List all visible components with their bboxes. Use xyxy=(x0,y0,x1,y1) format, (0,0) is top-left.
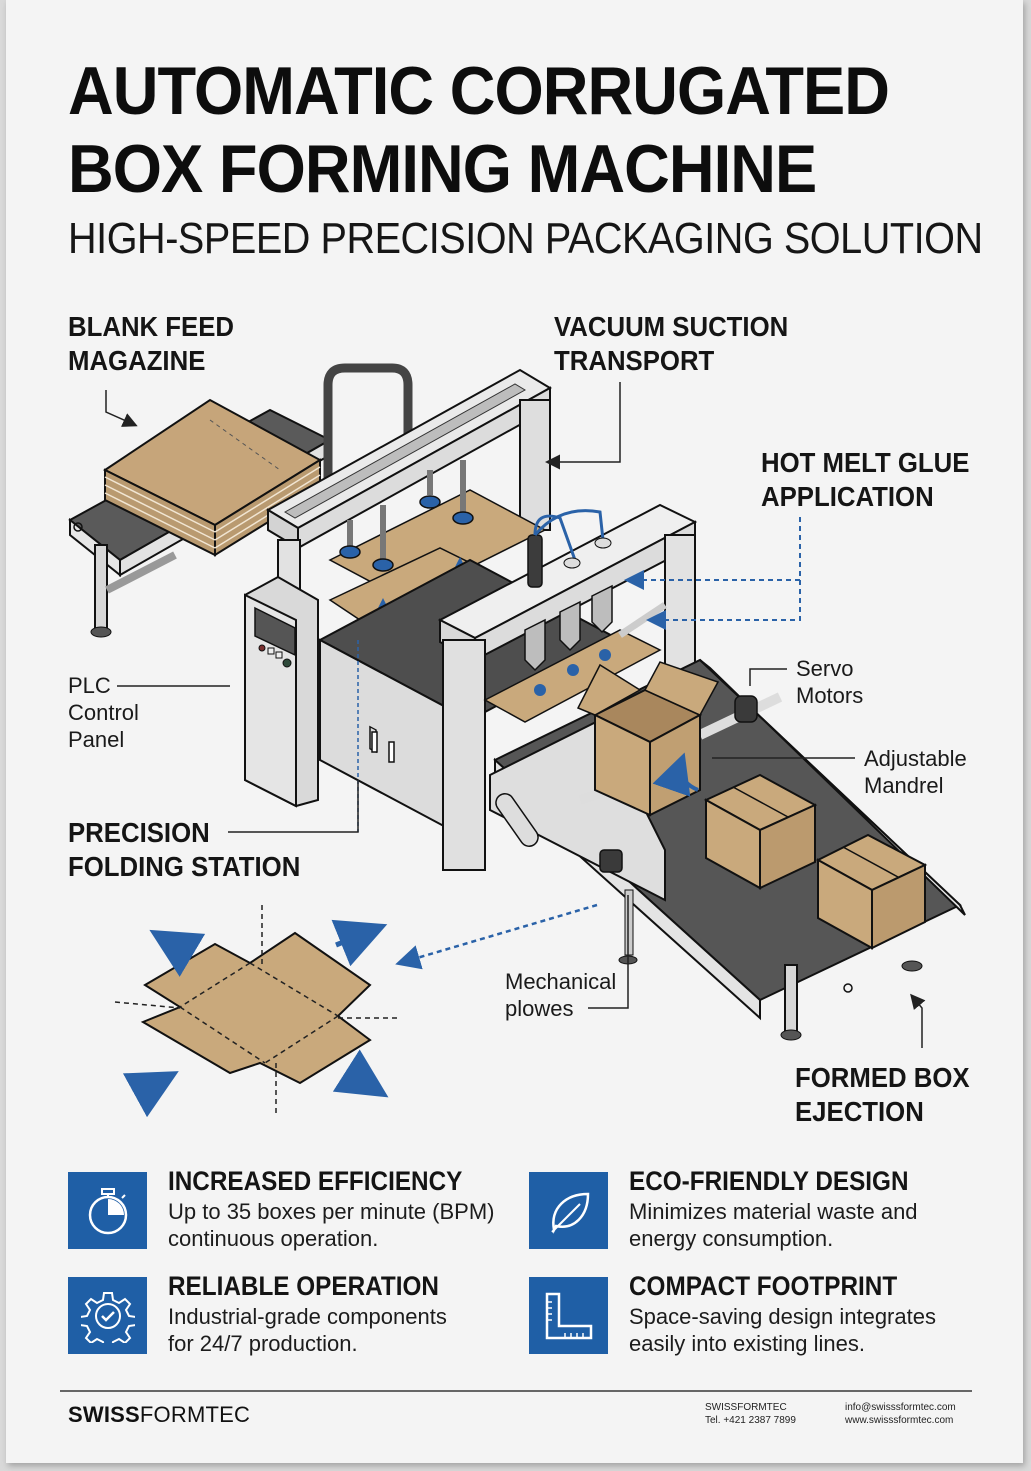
feature-title: INCREASED EFFICIENCY xyxy=(168,1166,463,1196)
brand-logo: SWISSFORMTEC xyxy=(68,1402,250,1428)
callout-hot-melt-glue: HOT MELT GLUE APPLICATION xyxy=(761,446,969,514)
flat-blank-diagram xyxy=(114,905,400,1118)
brand-light: FORMTEC xyxy=(139,1402,251,1427)
callout-servo-motors: Servo Motors xyxy=(796,655,863,709)
footer-contact-web: info@swisssformtec.com www.swisssformtec… xyxy=(845,1401,956,1427)
feature-description: Space-saving design integrates easily in… xyxy=(629,1303,936,1357)
callout-line: Mechanical xyxy=(505,969,617,994)
callout-line: Motors xyxy=(796,683,864,708)
footer-website[interactable]: www.swisssformtec.com xyxy=(845,1415,954,1426)
callout-line: PRECISION xyxy=(68,817,210,848)
footer-divider xyxy=(60,1390,972,1392)
callout-line: plowes xyxy=(505,996,574,1021)
feature-line: Minimizes material waste and xyxy=(629,1199,918,1224)
callout-line: HOT MELT GLUE xyxy=(761,447,970,478)
callout-line: Mandrel xyxy=(864,773,944,798)
callout-line: MAGAZINE xyxy=(68,345,206,376)
title-line-2: BOX FORMING MACHINE xyxy=(68,131,817,207)
leaf-icon xyxy=(529,1172,608,1249)
feature-description: Minimizes material waste and energy cons… xyxy=(629,1198,918,1252)
callout-plc-control-panel: PLC Control Panel xyxy=(68,672,139,753)
brand-bold: SWISS xyxy=(68,1402,140,1427)
feature-line: continuous operation. xyxy=(168,1226,379,1251)
poster xyxy=(6,0,1023,1463)
callout-mechanical-plowes: Mechanical plowes xyxy=(505,968,616,1022)
plc-control-panel xyxy=(244,575,319,808)
footer-email[interactable]: info@swisssformtec.com xyxy=(845,1402,956,1413)
gear-check-icon xyxy=(68,1277,147,1354)
machine-illustration xyxy=(68,363,966,1118)
feature-description: Up to 35 boxes per minute (BPM) continuo… xyxy=(168,1198,494,1252)
poster-subtitle: HIGH-SPEED PRECISION PACKAGING SOLUTION xyxy=(68,214,983,263)
callout-adjustable-mandrel: Adjustable Mandrel xyxy=(864,745,967,799)
callout-line: EJECTION xyxy=(795,1096,924,1127)
callout-line: VACUUM SUCTION xyxy=(554,311,789,342)
callout-line: Adjustable xyxy=(864,746,967,771)
feature-reliable-operation: RELIABLE OPERATION Industrial-grade comp… xyxy=(68,1271,508,1367)
callout-line: Panel xyxy=(68,727,125,752)
footer-company: SWISSFORMTEC xyxy=(705,1402,787,1413)
callout-precision-folding: PRECISION FOLDING STATION xyxy=(68,816,300,884)
callout-blank-feed-magazine: BLANK FEED MAGAZINE xyxy=(68,310,234,378)
glue-station xyxy=(437,503,698,871)
square-ruler-icon xyxy=(529,1277,608,1354)
footer-phone: Tel. +421 2387 7899 xyxy=(705,1415,796,1426)
title-line-1: AUTOMATIC CORRUGATED xyxy=(68,53,890,129)
feature-eco-friendly: ECO-FRIENDLY DESIGN Minimizes material w… xyxy=(529,1166,969,1262)
callout-line: PLC xyxy=(68,673,111,698)
feature-title: RELIABLE OPERATION xyxy=(168,1271,439,1301)
callout-line: TRANSPORT xyxy=(554,345,715,376)
callout-line: BLANK FEED xyxy=(68,311,235,342)
footer-contact-company: SWISSFORMTEC Tel. +421 2387 7899 xyxy=(705,1401,796,1427)
poster-title: AUTOMATIC CORRUGATED BOX FORMING MACHINE xyxy=(68,52,890,208)
callout-line: APPLICATION xyxy=(761,481,934,512)
feature-line: Space-saving design integrates xyxy=(629,1304,936,1329)
callout-line: Servo xyxy=(796,656,854,681)
callout-formed-box-ejection: FORMED BOX EJECTION xyxy=(795,1061,970,1129)
callout-line: FORMED BOX xyxy=(795,1062,970,1093)
feature-title: COMPACT FOOTPRINT xyxy=(629,1271,898,1301)
feature-line: Industrial-grade components xyxy=(168,1304,447,1329)
leader-lines xyxy=(105,382,926,1048)
callout-vacuum-suction: VACUUM SUCTION TRANSPORT xyxy=(554,310,788,378)
stopwatch-icon xyxy=(68,1172,147,1249)
feature-title: ECO-FRIENDLY DESIGN xyxy=(629,1166,909,1196)
feature-line: Up to 35 boxes per minute (BPM) xyxy=(168,1199,495,1224)
callout-line: Control xyxy=(68,700,139,725)
feature-line: for 24/7 production. xyxy=(168,1331,358,1356)
feature-increased-efficiency: INCREASED EFFICIENCY Up to 35 boxes per … xyxy=(68,1166,508,1262)
feature-compact-footprint: COMPACT FOOTPRINT Space-saving design in… xyxy=(529,1271,969,1367)
callout-line: FOLDING STATION xyxy=(68,851,301,882)
feature-line: energy consumption. xyxy=(629,1226,834,1251)
exit-conveyor xyxy=(489,658,966,1041)
feature-description: Industrial-grade components for 24/7 pro… xyxy=(168,1303,447,1357)
feature-line: easily into existing lines. xyxy=(629,1331,866,1356)
